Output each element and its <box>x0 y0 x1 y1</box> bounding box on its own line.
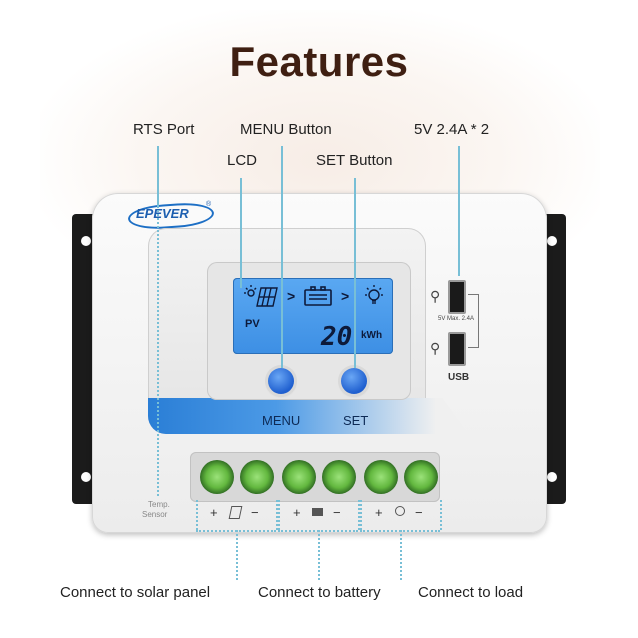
lcd-energy-value: 20 <box>321 322 353 352</box>
set-button[interactable] <box>341 368 367 394</box>
mount-hole <box>547 236 557 246</box>
lcd-screen: > > PV 20 kWh <box>233 278 393 354</box>
usb-symbol-icon: ⚲ <box>430 288 441 304</box>
usb-port-2[interactable] <box>448 332 466 366</box>
usb-bracket-line <box>468 294 479 348</box>
battery-plus-sign: + <box>293 505 301 520</box>
menu-button-label: MENU Button <box>240 121 332 138</box>
page-title: Features <box>229 38 409 85</box>
load-callout-line <box>400 530 402 580</box>
lcd-label: LCD <box>227 152 258 169</box>
menu-button-caption: MENU <box>262 413 301 428</box>
load-minus-sign: − <box>415 505 423 520</box>
usb-symbol-icon: ⚲ <box>430 340 441 356</box>
usb-caption: USB <box>448 372 470 383</box>
light-bulb-icon <box>395 506 405 516</box>
load-negative-terminal[interactable] <box>404 460 438 494</box>
rts-port-label: RTS Port <box>133 121 195 138</box>
solar-bracket <box>196 500 198 530</box>
terminal-block <box>190 452 440 502</box>
rts-port-callout-line <box>157 206 159 496</box>
usb-callout-line <box>458 146 460 276</box>
battery-negative-terminal[interactable] <box>322 460 356 494</box>
mount-hole <box>547 472 557 482</box>
set-button-callout-line <box>354 178 356 368</box>
battery-bracket <box>278 500 280 530</box>
registered-mark: ® <box>206 201 212 208</box>
temp-sensor-label: Sensor <box>142 510 168 519</box>
solar-callout-line <box>236 530 238 580</box>
battery-bracket <box>358 500 360 530</box>
usb-port-1[interactable] <box>448 280 466 314</box>
battery-connection-label: Connect to battery <box>258 584 381 601</box>
rts-port-callout-line <box>157 146 159 206</box>
mount-hole <box>81 236 91 246</box>
menu-button[interactable] <box>268 368 294 394</box>
load-positive-terminal[interactable] <box>364 460 398 494</box>
lcd-pv-label: PV <box>245 318 260 330</box>
set-button-caption: SET <box>343 413 369 428</box>
battery-icon <box>304 286 332 306</box>
solar-panel-icon <box>244 285 278 307</box>
solar-minus-sign: − <box>251 505 259 520</box>
usb-rating-text: 5V Max. 2.4A <box>438 316 475 322</box>
usb-output-label: 5V 2.4A * 2 <box>414 121 490 138</box>
solar-negative-terminal[interactable] <box>240 460 274 494</box>
usb-ports-area: ⚲ ⚲ 5V Max. 2.4A USB <box>430 268 490 388</box>
load-plus-sign: + <box>375 505 383 520</box>
solar-positive-terminal[interactable] <box>200 460 234 494</box>
menu-button-callout-line <box>281 146 283 368</box>
lcd-energy-unit: kWh <box>361 330 383 341</box>
solar-bracket <box>276 500 278 530</box>
lcd-chevron-icon: > <box>287 288 296 304</box>
load-bracket <box>440 500 442 530</box>
battery-callout-line <box>318 530 320 580</box>
load-bracket <box>360 500 362 530</box>
lcd-chevron-icon: > <box>341 288 350 304</box>
solar-plus-sign: + <box>210 505 218 520</box>
mount-hole <box>81 472 91 482</box>
temp-sensor-label: Temp. <box>148 500 170 509</box>
battery-icon <box>312 508 323 516</box>
lcd-callout-line <box>240 178 242 288</box>
battery-minus-sign: − <box>333 505 341 520</box>
blue-accent-band <box>148 398 468 434</box>
set-button-label: SET Button <box>316 152 393 169</box>
battery-positive-terminal[interactable] <box>282 460 316 494</box>
light-bulb-icon <box>365 285 383 304</box>
brand-name: EPEVER <box>136 206 189 221</box>
load-connection-label: Connect to load <box>418 584 524 601</box>
solar-panel-connection-label: Connect to solar panel <box>60 584 211 601</box>
